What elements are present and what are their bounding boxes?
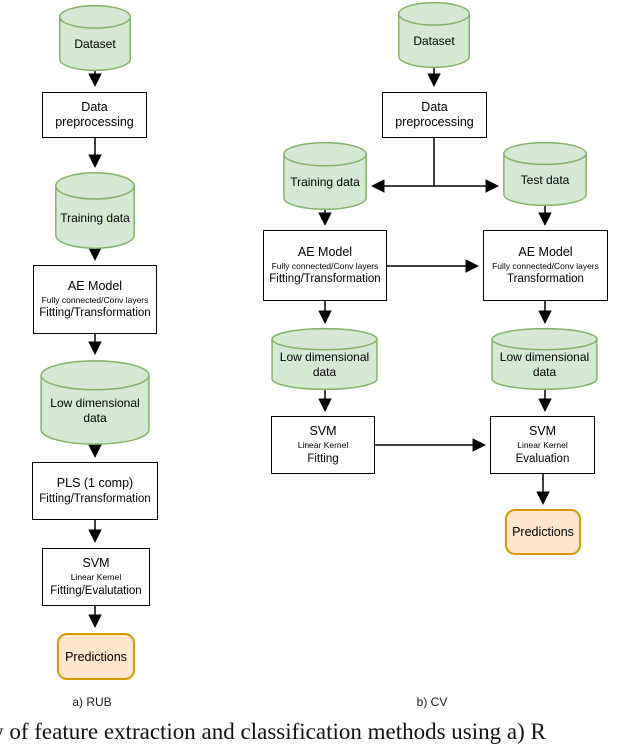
svm-box-b-eval: SVM Linear Kernel Evaluation: [490, 416, 595, 474]
node-subtitle: Fully connected/Conv layers: [492, 260, 599, 271]
node-title: AE Model: [67, 278, 123, 293]
test-data-cylinder-b: Test data: [503, 142, 587, 206]
node-label: Training data: [290, 175, 360, 190]
node-title: SVM: [309, 424, 337, 439]
node-label: Predictions: [512, 525, 574, 539]
training-data-cylinder-b: Training data: [283, 142, 367, 210]
ae-model-box-b-test: AE Model Fully connected/Conv layers Tra…: [483, 230, 608, 301]
training-data-cylinder-a: Training data: [55, 172, 135, 249]
cylinder-shape-icon: [55, 172, 135, 249]
node-detail: Fitting: [307, 452, 339, 465]
node-label: Dataset: [413, 34, 455, 49]
cylinder-shape-icon: [491, 328, 598, 390]
node-label: Predictions: [65, 649, 127, 664]
node-title: AE Model: [518, 244, 573, 259]
node-title: AE Model: [297, 244, 353, 259]
low-dimensional-data-cylinder-b-train: Low dimensional data: [271, 328, 378, 390]
node-label: Low dimensional data: [50, 396, 140, 425]
node-label: Data preprocessing: [55, 100, 134, 129]
node-label: Low dimensional data: [279, 350, 370, 380]
node-title: SVM: [528, 424, 557, 439]
node-label: Data preprocessing: [395, 100, 474, 129]
cylinder-shape-icon: [271, 328, 378, 390]
node-detail: Fitting/Transformation: [39, 307, 151, 320]
preprocessing-box-b: Data preprocessing: [382, 92, 487, 138]
svm-box-a: SVM Linear Kernel Fitting/Evalutation: [42, 548, 150, 606]
node-detail: Transformation: [507, 273, 584, 286]
dataset-cylinder-b: Dataset: [398, 2, 470, 68]
cylinder-shape-icon: [503, 142, 587, 206]
node-subtitle: Linear Kernel: [70, 572, 122, 583]
node-title: SVM: [82, 556, 110, 571]
predictions-box-a: Predictions: [57, 633, 135, 680]
figure-caption-fragment: w of feature extraction and classificati…: [0, 719, 546, 744]
low-dimensional-data-cylinder-b-test: Low dimensional data: [491, 328, 598, 390]
dataset-cylinder-a: Dataset: [59, 5, 131, 71]
low-dimensional-data-cylinder-a: Low dimensional data: [40, 360, 150, 445]
cylinder-shape-icon: [40, 360, 150, 445]
node-detail: Fitting/Transformation: [39, 492, 151, 505]
node-label: Training data: [60, 210, 130, 225]
node-detail: Fitting/Evalutation: [50, 584, 142, 597]
ae-model-box-a: AE Model Fully connected/Conv layers Fit…: [33, 265, 157, 334]
node-label: Dataset: [74, 37, 116, 52]
cylinder-shape-icon: [283, 142, 367, 210]
node-detail: Evaluation: [515, 452, 570, 465]
node-title: PLS (1 comp): [56, 475, 134, 490]
node-subtitle: Fully connected/Conv layers: [271, 260, 379, 271]
cylinder-shape-icon: [59, 5, 131, 71]
node-detail: Fitting/Transformation: [269, 273, 381, 286]
svm-box-b-fit: SVM Linear Kernel Fitting: [271, 416, 375, 474]
preprocessing-box-a: Data preprocessing: [42, 92, 147, 138]
panel-a-label: a) RUB: [72, 695, 112, 709]
cylinder-shape-icon: [398, 2, 470, 68]
node-subtitle: Linear Kernel: [517, 440, 568, 451]
node-label: Test data: [520, 172, 570, 187]
pls-box-a: PLS (1 comp) Fitting/Transformation: [32, 462, 158, 520]
node-label: Low dimensional data: [499, 350, 590, 380]
node-subtitle: Linear Kernel: [297, 440, 349, 451]
node-subtitle: Fully connected/Conv layers: [41, 294, 149, 305]
predictions-box-b: Predictions: [505, 509, 581, 555]
panel-b-label: b) CV: [416, 695, 448, 709]
ae-model-box-b-train: AE Model Fully connected/Conv layers Fit…: [263, 230, 387, 301]
